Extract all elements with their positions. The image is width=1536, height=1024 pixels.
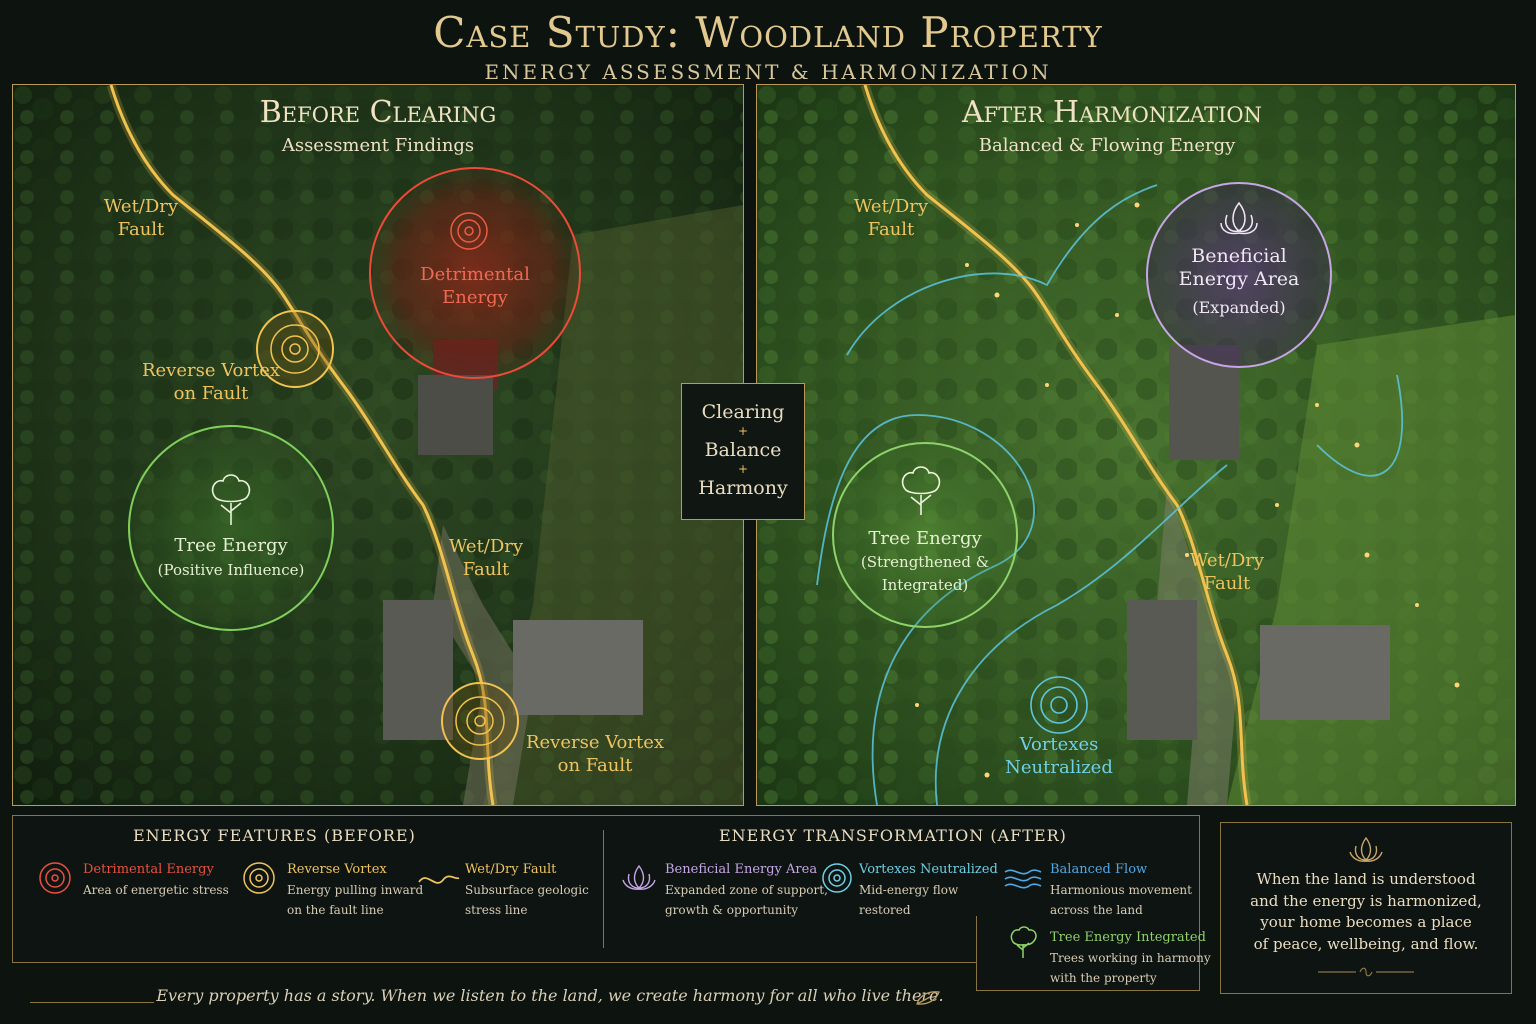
detrimental-energy-label: Detrimental Energy xyxy=(420,264,530,308)
tree-energy-sublabel: (Strengthened & Integrated) xyxy=(860,553,990,594)
lotus-icon xyxy=(1349,836,1383,862)
balanced-flow-streams xyxy=(816,184,1404,805)
after-fault-mid-label: Wet/Dry Fault xyxy=(1189,550,1265,594)
before-fault-top-label: Wet/Dry Fault xyxy=(103,196,179,240)
barn xyxy=(513,620,643,715)
legend-beneficial-desc: Expanded zone of support, growth & oppor… xyxy=(665,883,828,917)
tree-energy-label: Tree Energy xyxy=(868,528,982,549)
house xyxy=(418,375,493,455)
legend-flow-desc: Harmonious movement across the land xyxy=(1050,883,1192,917)
page-subtitle: ENERGY ASSESSMENT & HARMONIZATION xyxy=(484,60,1052,84)
after-aerial-map xyxy=(757,85,1515,805)
legend-extension xyxy=(976,916,1200,991)
beneficial-energy-zone xyxy=(1146,182,1332,368)
footer-tagline: Every property has a story. When we list… xyxy=(156,986,944,1005)
legend-detrimental-desc: Area of energetic stress xyxy=(83,883,229,897)
before-title: Before Clearing xyxy=(259,95,497,130)
plus-separator: + xyxy=(737,424,749,438)
reverse-vortex-bottom-label: Reverse Vortex on Fault xyxy=(525,732,665,776)
legend-flow-title: Balanced Flow xyxy=(1050,862,1148,877)
after-fault-top-label: Wet/Dry Fault xyxy=(853,196,929,240)
tree-energy-zone xyxy=(128,425,334,631)
center-line-2: Balance xyxy=(704,439,782,461)
legend-vortexes-title: Vortexes Neutralized xyxy=(859,862,998,877)
lotus-icon xyxy=(1220,201,1258,235)
legend-vortex-title: Reverse Vortex xyxy=(287,862,387,877)
center-line-1: Clearing xyxy=(701,401,785,423)
legend-after-heading: ENERGY TRANSFORMATION (AFTER) xyxy=(719,826,1067,845)
fault-line xyxy=(109,85,495,805)
legend-before-heading: ENERGY FEATURES (BEFORE) xyxy=(133,826,416,845)
footer-rule xyxy=(30,1002,154,1003)
reverse-vortex-top xyxy=(256,310,334,388)
tree-energy-zone xyxy=(832,442,1018,628)
legend-divider xyxy=(603,830,604,948)
legend-vortexes-desc: Mid-energy flow restored xyxy=(859,883,959,917)
after-panel: After Harmonization Balanced & Flowing E… xyxy=(756,84,1516,806)
after-subtitle: Balanced & Flowing Energy xyxy=(978,135,1236,156)
garage xyxy=(1127,600,1197,740)
legend-tree-title: Tree Energy Integrated xyxy=(1050,930,1206,945)
tree-icon xyxy=(1010,926,1037,958)
reverse-vortex-top-label: Reverse Vortex on Fault xyxy=(141,360,281,404)
fault-line xyxy=(863,85,1249,805)
beneficial-energy-sublabel: (Expanded) xyxy=(1192,298,1286,317)
before-aerial-map xyxy=(13,85,743,805)
detrimental-energy-zone xyxy=(365,163,585,383)
reverse-vortex-bottom xyxy=(441,682,519,760)
before-fault-mid-label: Wet/Dry Fault xyxy=(448,536,524,580)
clearing-balance-harmony-box: Clearing + Balance + Harmony xyxy=(681,383,805,520)
leaf-icon xyxy=(916,991,940,1005)
lotus-icon xyxy=(622,864,656,890)
legend-tree-desc: Trees working in harmony with the proper… xyxy=(1050,951,1211,985)
legend-detrimental-title: Detrimental Energy xyxy=(83,862,214,877)
page-title: Case Study: Woodland Property xyxy=(433,8,1103,57)
vortexes-neutralized-label: Vortexes Neutralized xyxy=(1005,734,1113,778)
neutralized-vortex-icon xyxy=(1030,676,1088,734)
before-panel: Before Clearing Assessment Findings Wet/… xyxy=(12,84,744,806)
spiral-icon xyxy=(450,212,488,250)
after-title: After Harmonization xyxy=(962,95,1262,130)
plus-separator: + xyxy=(737,462,749,476)
light-particles xyxy=(915,202,1460,778)
flow-waves-icon xyxy=(1004,869,1042,889)
legend-fault-desc: Subsurface geologic stress line xyxy=(465,883,589,917)
quote-text: When the land is understood and the ener… xyxy=(1250,870,1482,953)
legend-beneficial-title: Beneficial Energy Area xyxy=(665,862,818,877)
ornament-divider-icon xyxy=(1318,967,1414,977)
quote-box: When the land is understood and the ener… xyxy=(1220,822,1512,994)
tree-icon xyxy=(211,474,251,525)
before-subtitle: Assessment Findings xyxy=(281,135,475,156)
barn xyxy=(1260,625,1390,720)
beneficial-energy-label: Beneficial Energy Area xyxy=(1178,245,1300,290)
spiral-icon xyxy=(822,863,852,893)
tree-energy-sublabel: (Positive Influence) xyxy=(157,561,305,579)
wave-line-icon xyxy=(418,875,460,884)
legend-vortex-desc: Energy pulling inward on the fault line xyxy=(287,883,424,917)
tree-energy-label: Tree Energy xyxy=(174,535,288,556)
tree-icon xyxy=(901,466,941,515)
legend-fault-title: Wet/Dry Fault xyxy=(465,862,557,877)
vortex-icon xyxy=(243,862,275,894)
spiral-icon xyxy=(39,862,71,894)
center-line-3: Harmony xyxy=(698,477,788,499)
